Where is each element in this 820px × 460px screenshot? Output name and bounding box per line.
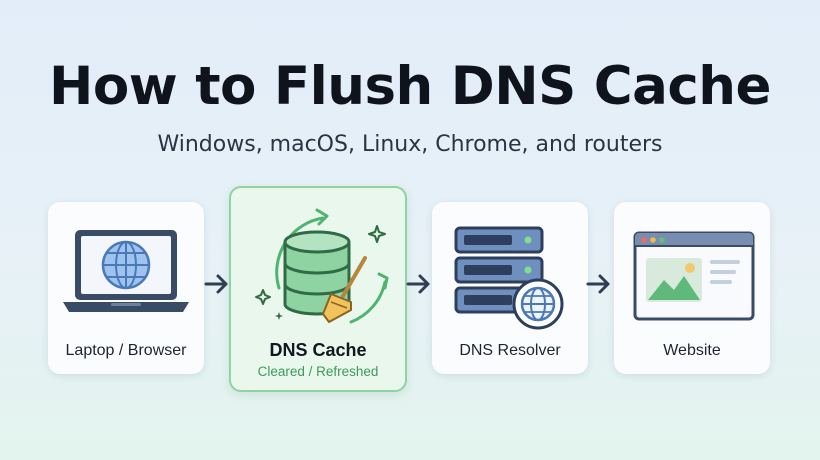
step-card-website: Website <box>614 202 770 374</box>
arrow-right-icon <box>586 274 610 294</box>
step-card-laptop: Laptop / Browser <box>48 202 204 374</box>
arrow-right-icon <box>406 274 430 294</box>
server-globe-icon <box>454 226 564 330</box>
arrow-right-icon <box>204 274 228 294</box>
page-title: How to Flush DNS Cache <box>49 56 771 117</box>
browser-window-icon <box>633 231 755 321</box>
step-label-dns-resolver: DNS Resolver <box>459 342 561 359</box>
step-sublabel-dns-cache: Cleared / Refreshed <box>257 364 379 379</box>
step-label-dns-cache: DNS Cache <box>269 340 367 360</box>
page-subtitle: Windows, macOS, Linux, Chrome, and route… <box>157 132 663 157</box>
step-card-dns-cache: DNS Cache Cleared / Refreshed <box>229 186 407 392</box>
database-broom-icon <box>255 208 389 324</box>
step-card-dns-resolver: DNS Resolver <box>432 202 588 374</box>
step-label-website: Website <box>663 342 721 359</box>
laptop-globe-icon <box>63 230 189 312</box>
step-label-laptop: Laptop / Browser <box>65 342 187 359</box>
